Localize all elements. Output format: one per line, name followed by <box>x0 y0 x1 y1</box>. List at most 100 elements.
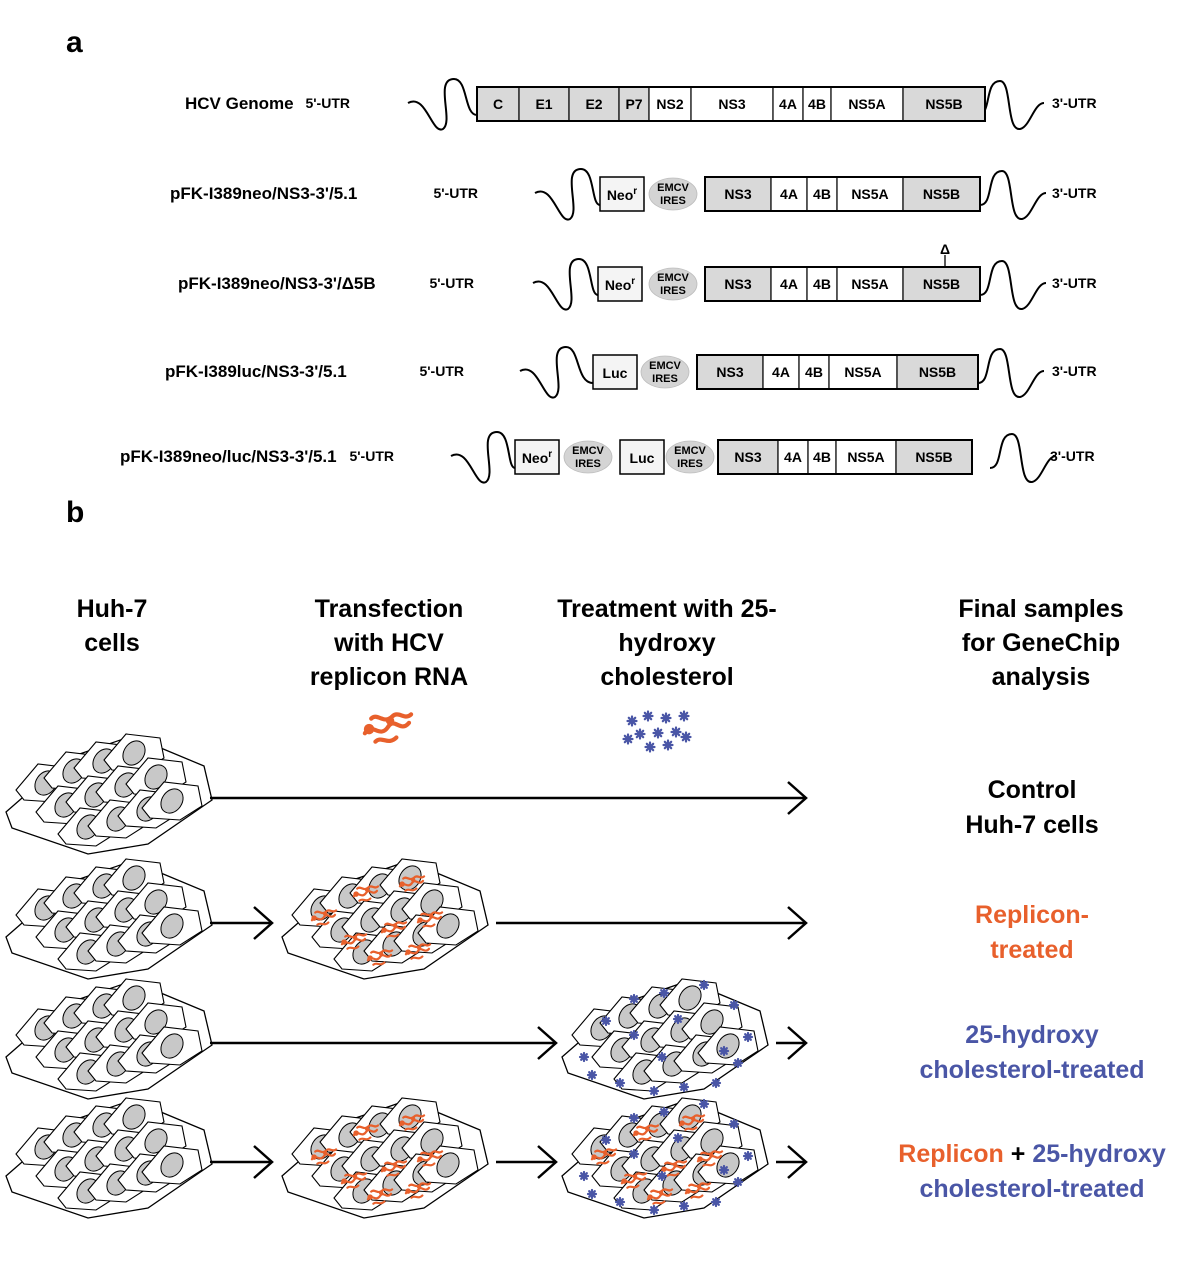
outcome-line: 25-hydroxy <box>965 1021 1098 1049</box>
outcome-line: Replicon- <box>975 901 1089 929</box>
rna-icon <box>590 1148 618 1165</box>
cholesterol-molecule-icon <box>698 1098 710 1110</box>
construct-name: pFK-I389neo/luc/NS3-3'/5.1 <box>120 447 337 466</box>
rna-icon <box>352 885 380 902</box>
utr5-label: 5'-UTR <box>433 185 478 201</box>
header-line: with HCV <box>333 629 444 657</box>
header-line: Huh-7 <box>77 595 148 623</box>
cholesterol-molecule-icon <box>710 1077 722 1089</box>
utr3-label: 3'-UTR <box>1052 95 1097 111</box>
cholesterol-molecule-icon <box>626 715 638 727</box>
rna-icon <box>416 1150 444 1167</box>
cholesterol-molecule-icon <box>670 726 682 738</box>
header-line: Treatment with 25- <box>557 595 777 623</box>
header-line: Transfection <box>315 595 464 623</box>
cholesterol-molecule-icon <box>586 1188 598 1200</box>
cholesterol-molecule-icon <box>718 1164 730 1176</box>
segment-ns5a <box>836 176 904 212</box>
outcome-line: Replicon + 25-hydroxy <box>898 1140 1166 1168</box>
ires-label: EMCV <box>674 445 706 457</box>
outcome-line: Control <box>988 776 1077 804</box>
segment-label: 4A <box>784 449 802 465</box>
cholesterol-molecule-icon <box>742 1031 754 1043</box>
cholesterol-molecule-icon <box>600 1134 612 1146</box>
cell-layer-icon <box>5 1097 213 1219</box>
ires-label: EMCV <box>572 445 604 457</box>
process-arrow-icon <box>210 906 274 940</box>
segment-label: C <box>493 96 503 112</box>
cholesterol-molecule-icon <box>728 999 740 1011</box>
segment-label: NS5B <box>919 364 956 380</box>
segment-label: NS5A <box>851 276 888 292</box>
polyprotein-outline <box>717 439 973 475</box>
process-arrow-icon <box>776 1145 808 1179</box>
cholesterol-molecule-icon <box>656 1051 668 1063</box>
segment-label: NS3 <box>724 276 751 292</box>
panel-b-workflow: Huh-7 cells Transfection with HCV replicon R… <box>5 595 1166 1219</box>
reporter-label: Neor <box>605 276 635 293</box>
rna-icon <box>646 1188 674 1205</box>
segment-label: 4A <box>780 186 798 202</box>
cell-layer-icon <box>561 978 769 1100</box>
cholesterol-molecule-icon <box>656 1170 668 1182</box>
header-line: replicon RNA <box>310 663 468 691</box>
cholesterol-molecule-icon <box>622 733 634 745</box>
segment-label: E1 <box>535 96 552 112</box>
segment-label: 4B <box>813 276 831 292</box>
segment-label: 4A <box>780 276 798 292</box>
cholesterol-molecule-icon <box>718 1045 730 1057</box>
segment-label: NS3 <box>724 186 751 202</box>
utr3-label: 3'-UTR <box>1052 185 1097 201</box>
header-line: cholesterol <box>600 663 733 691</box>
segment-ns5b <box>902 86 986 122</box>
polyprotein-outline <box>696 354 979 390</box>
rna-icon <box>398 1114 426 1131</box>
utr5-label: 5'-UTR <box>419 363 464 379</box>
rna-icon <box>404 943 432 960</box>
ires-element <box>648 177 698 211</box>
utr5-label: 5'-UTR <box>305 95 350 111</box>
cholesterol-molecule-icon <box>614 1077 626 1089</box>
cholesterol-molecule-icon <box>728 1118 740 1130</box>
utr5-loop <box>407 77 478 131</box>
header-line: cells <box>84 629 140 657</box>
cholesterol-molecule-icon <box>732 1057 744 1069</box>
reporter-label: Luc <box>603 365 628 381</box>
segment-label: NS3 <box>716 364 743 380</box>
utr5-loop <box>450 430 516 484</box>
panel-b-letter: b <box>66 496 84 529</box>
deletion-marker: Δ <box>940 241 950 257</box>
rna-icon <box>310 1148 338 1165</box>
cholesterol-molecule-icon <box>586 1069 598 1081</box>
process-arrow-icon <box>210 1145 274 1179</box>
rna-icon <box>362 712 414 744</box>
header-line: analysis <box>992 663 1091 691</box>
utr3-label: 3'-UTR <box>1050 448 1095 464</box>
segment-4a <box>762 354 800 390</box>
cholesterol-molecule-icon <box>628 1112 640 1124</box>
utr5-label: 5'-UTR <box>349 448 394 464</box>
construct-name: pFK-I389neo/NS3-3'/Δ5B <box>178 274 376 293</box>
header-transfection: Transfection with HCV replicon RNA <box>310 595 468 691</box>
segment-label: NS5A <box>847 449 884 465</box>
cholesterol-molecule-icon <box>680 731 692 743</box>
ires-element <box>563 440 613 474</box>
cholesterol-molecule-icon <box>648 1204 660 1216</box>
rna-icon <box>620 1172 648 1189</box>
segment-label: 4B <box>813 449 831 465</box>
cholesterol-molecule-icon <box>652 727 664 739</box>
utr5-label: 5'-UTR <box>429 275 474 291</box>
outcome-label: Replicon-treated <box>975 901 1089 964</box>
ires-element <box>648 267 698 301</box>
utr5-loop <box>534 167 601 221</box>
utr3-label: 3'-UTR <box>1052 275 1097 291</box>
